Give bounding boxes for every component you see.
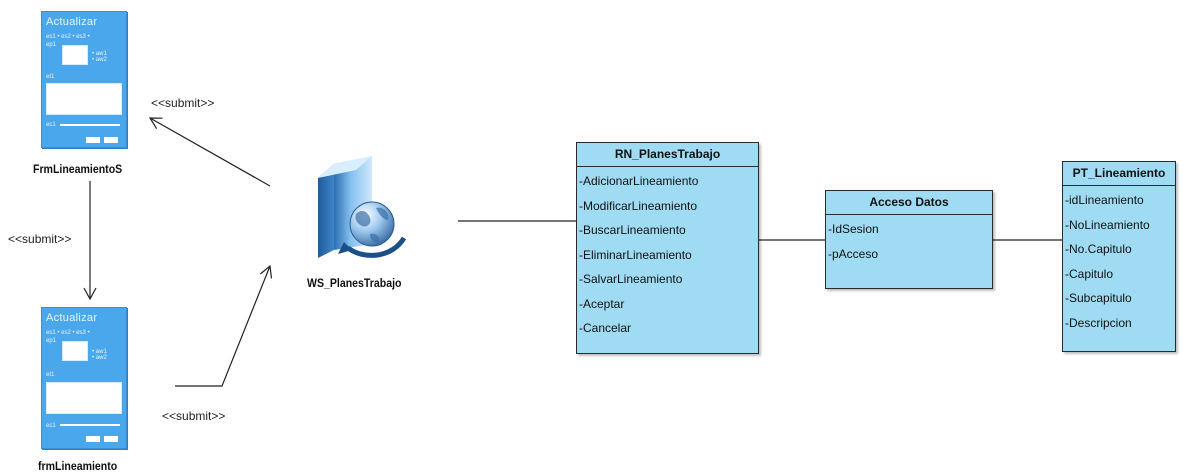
class-pt-lineamiento[interactable]: PT_Lineamiento -idLineamiento -NoLineami… <box>1062 161 1176 352</box>
form-title: Actualizar <box>46 312 98 324</box>
class-attribute: -Subcapitulo <box>1065 291 1132 305</box>
form-text-area <box>46 83 122 115</box>
form-name-frmlineamientos: FrmLineamientoS <box>33 162 123 176</box>
class-operation: -SalvarLineamiento <box>579 272 683 286</box>
form-combo-line <box>60 424 120 426</box>
class-rn-planestrabajo[interactable]: RN_PlanesTrabajo -AdicionarLineamiento -… <box>576 142 759 354</box>
form-title: Actualizar <box>46 16 98 28</box>
form-icon-frmlineamiento[interactable]: Actualizar es1 • es2 • es3 • ep1 • aw1 •… <box>41 307 127 449</box>
webservice-name: WS_PlanesTrabajo <box>307 276 402 290</box>
class-attribute: -NoLineamiento <box>1065 217 1150 232</box>
stereotype-label-left: <<submit>> <box>8 232 72 246</box>
form-field-box <box>62 45 88 65</box>
form-text-area <box>46 382 122 414</box>
form-options: • aw1 • aw2 <box>92 51 107 63</box>
form-field-label: ep1 <box>46 338 57 344</box>
form-button-cancel <box>104 436 118 442</box>
class-attribute: -No.Capitulo <box>1065 242 1132 256</box>
class-operation: -AdicionarLineamiento <box>579 174 699 188</box>
web-service-globe-icon[interactable] <box>310 150 410 262</box>
class-attribute: -IdSesion <box>828 222 879 236</box>
form-name-frmlineamiento: frmLineamiento <box>38 459 118 473</box>
form-button-ok <box>86 436 100 442</box>
form-options: • aw1 • aw2 <box>92 349 107 361</box>
class-operation: -BuscarLineamiento <box>579 223 686 237</box>
class-attribute: -Capitulo <box>1065 266 1114 281</box>
class-attribute: -pAcceso <box>828 246 879 261</box>
class-operation: -ModificarLineamiento <box>579 198 698 213</box>
class-operation: -Cancelar <box>579 321 632 335</box>
form-fields-row: es1 • es2 • es3 • <box>46 34 90 40</box>
form-icon-frmlineamientos[interactable]: Actualizar es1 • es2 • es3 • ep1 • aw1 •… <box>41 11 127 148</box>
submit-connector-top <box>148 117 271 187</box>
class-attribute: -idLineamiento <box>1065 193 1144 207</box>
form-button-cancel <box>104 137 118 143</box>
form-combo-line <box>60 124 120 126</box>
form-button-ok <box>86 137 100 143</box>
stereotype-label-bottom: <<submit>> <box>162 409 226 423</box>
class-operations: -AdicionarLineamiento -ModificarLineamie… <box>577 167 758 341</box>
class-title: RN_PlanesTrabajo <box>577 143 758 167</box>
class-title: Acceso Datos <box>826 191 992 215</box>
form-field-label: ep1 <box>46 42 57 48</box>
form-combo-label: ec1 <box>46 122 56 128</box>
submit-connector-bottom <box>175 264 273 387</box>
form-field-box <box>62 341 88 361</box>
class-operation: -Aceptar <box>579 296 625 311</box>
class-attributes: -IdSesion -pAcceso <box>826 215 992 266</box>
form-fields-row: es1 • es2 • es3 • <box>46 330 90 336</box>
form-area-label: et1 <box>46 74 55 80</box>
stereotype-label-top: <<submit>> <box>151 96 215 110</box>
class-acceso-datos[interactable]: Acceso Datos -IdSesion -pAcceso <box>825 190 993 289</box>
class-title: PT_Lineamiento <box>1063 162 1175 186</box>
class-attributes: -idLineamiento -NoLineamiento -No.Capitu… <box>1063 186 1175 335</box>
form-area-label: et1 <box>46 372 55 378</box>
class-attribute: -Descripcion <box>1065 315 1132 330</box>
class-operation: -EliminarLineamiento <box>579 247 692 262</box>
form-combo-label: ec1 <box>46 423 56 429</box>
